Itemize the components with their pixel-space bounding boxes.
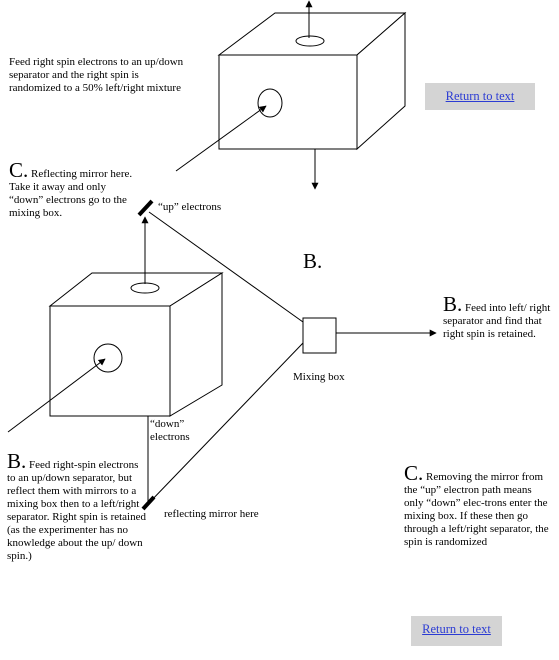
reflecting-mirror-label: reflecting mirror here: [164, 508, 259, 520]
c-right-text: Removing the mirror from the “up” electr…: [404, 471, 549, 548]
c-left-text: Reflecting mirror here. Take it away and…: [9, 168, 133, 219]
top-note: Feed right spin electrons to an up/down …: [9, 56, 184, 94]
c-right-letter: C.: [404, 461, 424, 485]
mixing-box: [302, 317, 337, 354]
b-left-label: B. Feed right-spin electrons to an up/do…: [7, 451, 147, 563]
bottom-box-front-hole: [93, 343, 123, 373]
down-electrons-label: “down” electrons: [150, 418, 190, 443]
top-box-input-arrow: [175, 105, 267, 172]
b-right-letter: B.: [443, 292, 463, 316]
up-mirror-to-mixing-box: [148, 211, 304, 323]
return-to-text-button-top[interactable]: Return to text: [425, 83, 535, 110]
b-left-text: Feed right-spin electrons to an up/down …: [7, 459, 146, 562]
up-electrons-label: “up” electrons: [158, 201, 222, 213]
b-center-label: B.: [303, 249, 323, 273]
c-right-label: C. Removing the mirror from the “up” ele…: [404, 463, 549, 549]
return-to-text-link-top[interactable]: Return to text: [445, 89, 515, 103]
top-separator-box: [217, 11, 407, 151]
return-to-text-link-bottom[interactable]: Return to text: [422, 622, 491, 636]
bottom-box-top-hole: [130, 282, 160, 294]
down-mirror: [141, 495, 156, 511]
b-right-label: B. Feed into left/ right separator and f…: [443, 294, 551, 341]
b-left-letter: B.: [7, 449, 27, 473]
c-left-label: C. Reflecting mirror here. Take it away …: [9, 160, 137, 220]
top-box-top-hole: [295, 35, 325, 47]
bottom-separator-box: [48, 272, 224, 417]
mixing-box-label: Mixing box: [293, 371, 345, 383]
c-left-letter: C.: [9, 158, 29, 182]
top-box-front-hole: [257, 88, 283, 118]
down-mirror-to-mixing-box: [147, 342, 304, 505]
return-to-text-button-bottom[interactable]: Return to text: [411, 616, 502, 646]
b-right-text: Feed into left/ right separator and find…: [443, 302, 551, 340]
up-mirror: [137, 199, 154, 217]
bottom-box-input-arrow: [7, 358, 106, 433]
